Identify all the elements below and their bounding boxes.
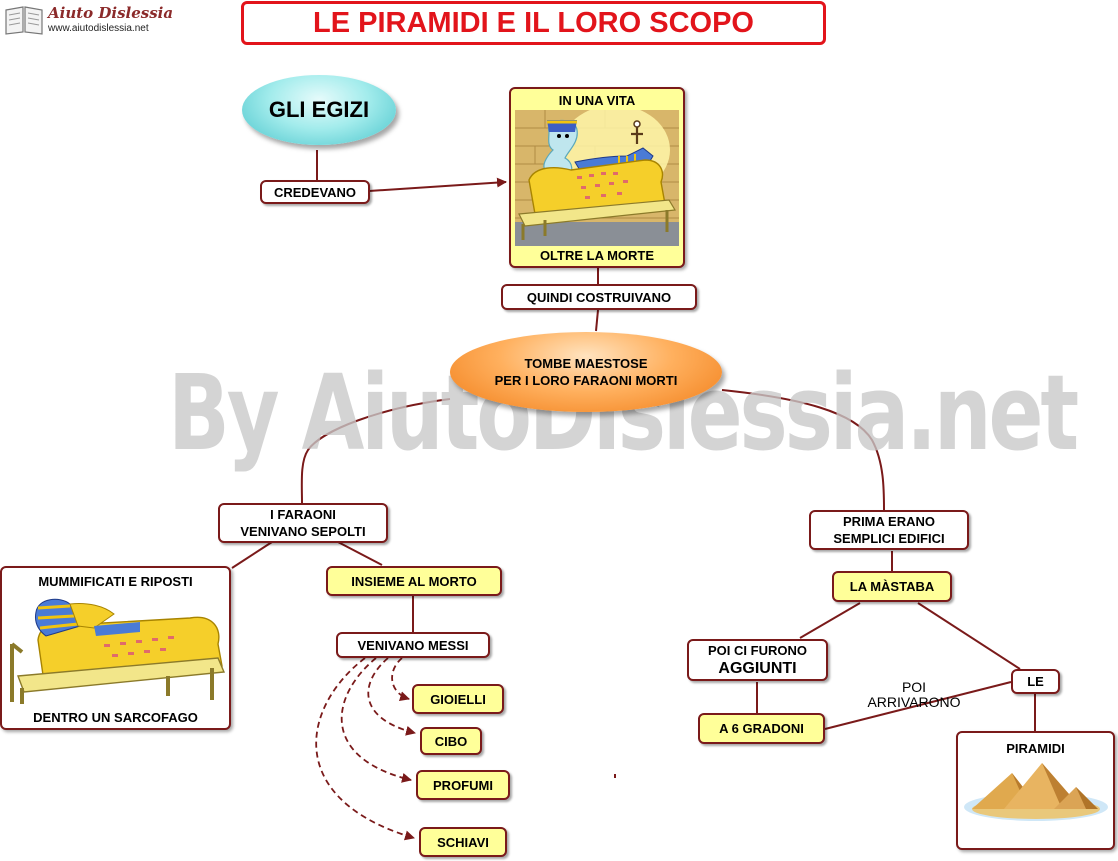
node-tombe-line1: TOMBE MAESTOSE <box>524 356 648 371</box>
label-poi-arrivarono-line2: ARRIVARONO <box>867 694 961 710</box>
node-i-faraoni-line2: VENIVANO SEPOLTI <box>240 524 366 539</box>
node-schiavi-label: SCHIAVI <box>437 834 489 850</box>
label-poi-arrivarono-line1: POI <box>901 679 927 695</box>
node-insieme-al-morto: INSIEME AL MORTO <box>326 566 502 596</box>
node-gioielli: GIOIELLI <box>412 684 504 714</box>
node-mastaba-label: LA MÀSTABA <box>849 579 935 594</box>
node-piramidi: PIRAMIDI <box>956 731 1115 850</box>
card-top-label: IN UNA VITA <box>558 93 636 108</box>
card-mummificati-label: MUMMIFICATI E RIPOSTI <box>38 574 193 589</box>
node-profumi: PROFUMI <box>416 770 510 800</box>
node-prima-line2: SEMPLICI EDIFICI <box>833 531 945 546</box>
book-logo-icon <box>5 6 43 35</box>
node-venivano-messi-label: VENIVANO MESSI <box>357 637 469 653</box>
node-schiavi: SCHIAVI <box>419 827 507 857</box>
node-cibo: CIBO <box>420 727 482 755</box>
link-gradoni-le <box>824 681 1012 730</box>
link-tombe-prima <box>721 389 885 511</box>
node-le-label: LE <box>1027 674 1044 689</box>
node-gradoni-label: A 6 GRADONI <box>719 721 804 736</box>
node-la-mastaba: LA MÀSTABA <box>832 571 952 602</box>
card-bottom-label: OLTRE LA MORTE <box>539 248 655 263</box>
dashed-link-profumi <box>340 657 412 783</box>
page-title: LE PIRAMIDI E IL LORO SCOPO <box>241 1 826 45</box>
link-faraoni-mummificati <box>231 541 273 569</box>
label-poi-arrivarono: POI ARRIVARONO <box>854 680 974 710</box>
node-gli-egizi: GLI EGIZI <box>242 75 396 145</box>
link-mastaba-le <box>917 602 1021 670</box>
link-quindi-tombe <box>595 309 599 332</box>
card-piramidi-label: PIRAMIDI <box>1006 741 1065 756</box>
node-poi-line2: AGGIUNTI <box>718 660 797 677</box>
card-sarcofago-label: DENTRO UN SARCOFAGO <box>33 710 198 725</box>
site-logo[interactable]: Aiuto Dislessia www.aiutodislessia.net <box>2 2 173 38</box>
node-a-6-gradoni: A 6 GRADONI <box>698 713 825 744</box>
link-credevano-vita <box>368 177 507 192</box>
logo-url: www.aiutodislessia.net <box>48 23 149 34</box>
node-i-faraoni-line1: I FARAONI <box>270 507 336 522</box>
node-le: LE <box>1011 669 1060 694</box>
link-mastaba-poi <box>799 602 861 639</box>
node-poi-ci-furono: POI CI FURONO AGGIUNTI <box>687 639 828 681</box>
node-prima-line1: PRIMA ERANO <box>843 514 935 529</box>
node-i-faraoni: I FARAONI VENIVANO SEPOLTI <box>218 503 388 543</box>
node-venivano-messi: VENIVANO MESSI <box>336 632 490 658</box>
node-prima-erano: PRIMA ERANO SEMPLICI EDIFICI <box>809 510 969 550</box>
node-quindi-costruivano: QUINDI COSTRUIVANO <box>501 284 697 310</box>
dashed-link-cibo <box>367 657 416 736</box>
node-credevano-label: CREDEVANO <box>273 184 357 200</box>
egyptian-ghost-illustration <box>515 110 679 246</box>
node-insieme-label: INSIEME AL MORTO <box>351 573 477 589</box>
node-tombe-line2: PER I LORO FARAONI MORTI <box>494 373 678 388</box>
node-mummificati-sarcofago: MUMMIFICATI E RIPOSTI DENTRO UN SARCOFAG… <box>0 566 231 730</box>
node-gioielli-label: GIOIELLI <box>430 691 486 707</box>
node-cibo-label: CIBO <box>434 733 468 749</box>
node-poi-line1: POI CI FURONO <box>708 643 807 658</box>
node-credevano: CREDEVANO <box>260 180 370 204</box>
pyramids-illustration <box>964 763 1108 821</box>
sarcophagus-illustration <box>10 598 226 704</box>
dashed-link-gioielli <box>391 657 410 702</box>
dashed-link-schiavi <box>315 657 415 841</box>
node-quindi-costruivano-label: QUINDI COSTRUIVANO <box>526 289 672 305</box>
logo-title: Aiuto Dislessia <box>48 4 174 22</box>
link-faraoni-insieme <box>337 541 383 566</box>
node-tombe-maestose: TOMBE MAESTOSE PER I LORO FARAONI MORTI <box>450 332 722 412</box>
node-in-una-vita-oltre-la-morte: IN UNA VITA O <box>509 87 685 268</box>
node-profumi-label: PROFUMI <box>433 777 493 793</box>
stray-mark <box>614 774 616 778</box>
link-tombe-faraoni <box>300 398 451 504</box>
